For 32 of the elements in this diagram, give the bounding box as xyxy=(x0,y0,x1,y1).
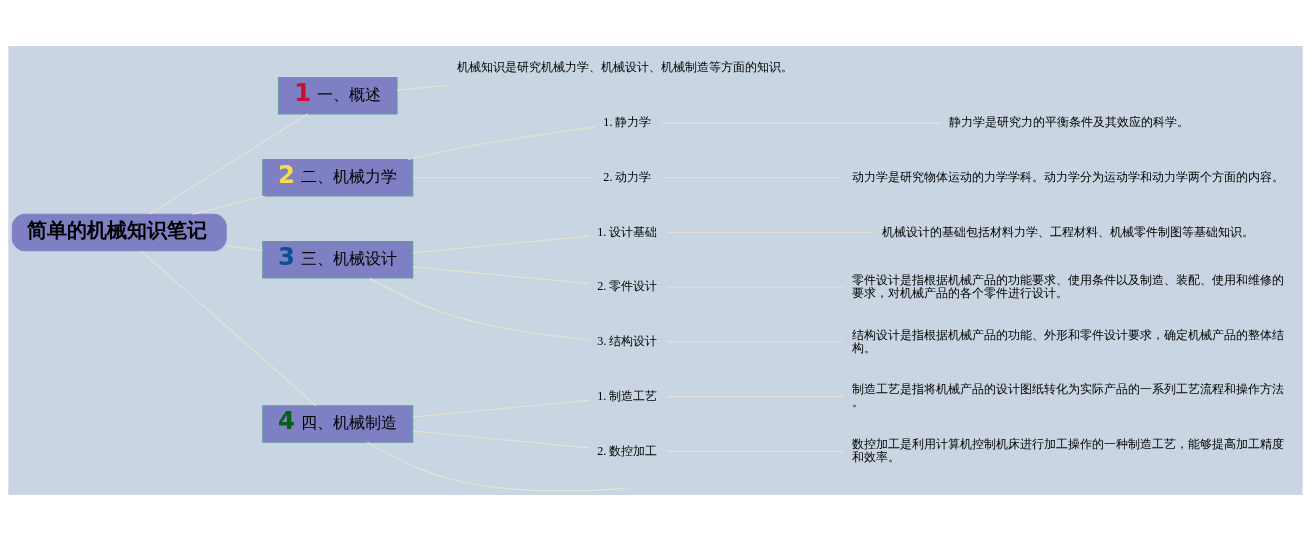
node-text: 结构设计是指根据机械产品的功能、外形和零件设计要求，确定机械产品的整体结构。 xyxy=(851,327,1284,355)
node-text: 2. 数控加工 xyxy=(597,443,658,458)
node-text: 动力学是研究物体运动的力学学科。动力学分为运动学和动力学两个方面的内容。 xyxy=(851,169,1284,184)
node-text: 零件设计是指根据机械产品的功能要求、使用条件以及制造、装配、使用和维修的要求，对机械产品的各个零件进行设计。 xyxy=(851,272,1284,300)
node-text: 1. 设计基础 xyxy=(597,224,658,239)
node-text: 3. 结构设计 xyxy=(597,334,658,349)
node-text: 1. 制造工艺 xyxy=(597,388,658,403)
connector xyxy=(412,430,590,449)
connector xyxy=(396,84,450,91)
node-text: 制造工艺是指将机械产品的设计图纸转化为实际产品的一系列工艺流程和操作方法。 xyxy=(851,382,1284,410)
node-text: 1. 静力学 xyxy=(603,115,652,130)
connector xyxy=(225,245,264,252)
connector xyxy=(140,250,317,407)
node-box: 1 一、概述 xyxy=(277,76,398,115)
connector xyxy=(366,441,628,492)
node-box: 3 三、机械设计 xyxy=(262,241,414,279)
connector xyxy=(192,195,266,215)
node-box: 简单的机械知识笔记 xyxy=(11,213,227,252)
connector xyxy=(368,277,590,341)
node-text: 机械知识是研究机械力学、机械设计、机械制造等方面的知识。 xyxy=(457,60,794,75)
node-text: 数控加工是利用计算机控制机床进行加工操作的一种制造工艺，能够提高加工精度和效率。 xyxy=(851,436,1284,465)
node-text: 2. 动力学 xyxy=(603,169,652,184)
node-text: 静力学是研究力的平衡条件及其效应的科学。 xyxy=(948,115,1189,130)
node-box: 4 四、机械制造 xyxy=(262,405,414,443)
node-text: 机械设计的基础包括材料力学、工程材料、机械零件制图等基础知识。 xyxy=(882,224,1255,239)
node-box: 2 二、机械力学 xyxy=(262,159,414,197)
connector xyxy=(148,113,309,215)
connector xyxy=(412,266,590,285)
connector xyxy=(412,235,590,254)
connector xyxy=(407,126,596,161)
connector xyxy=(412,399,590,418)
node-text: 2. 零件设计 xyxy=(597,279,658,294)
